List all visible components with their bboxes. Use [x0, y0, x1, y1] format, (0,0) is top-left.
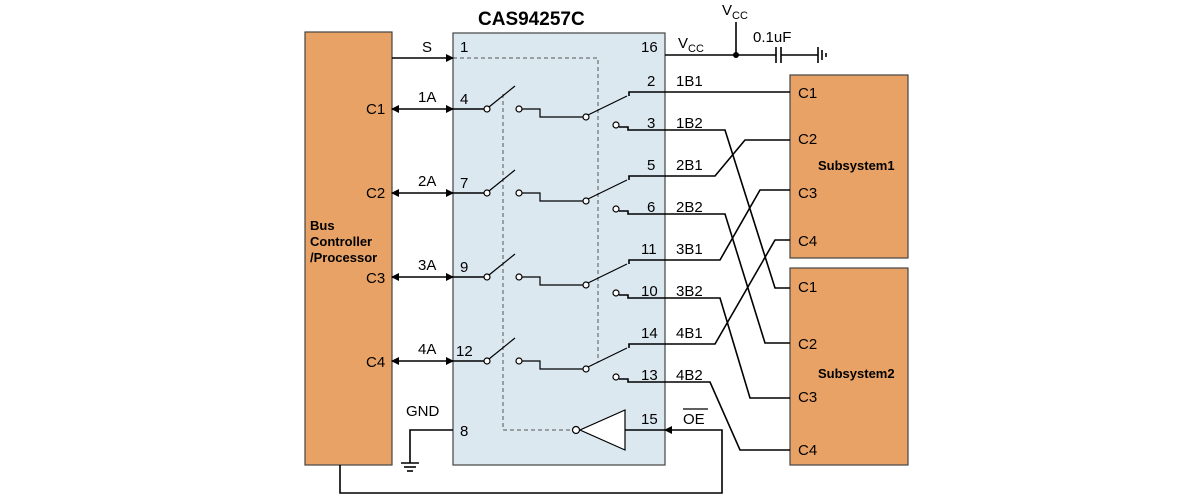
- wire-3b2-to-sub2-c3: [665, 297, 790, 399]
- signal-label-gnd: GND: [406, 403, 440, 420]
- subsystem2-port-c1: C1: [798, 279, 817, 296]
- controller-label-line1: Bus: [310, 218, 335, 233]
- pin-number-6: 6: [647, 199, 655, 216]
- switch-channel-3: [453, 253, 665, 299]
- pin-number-7: 7: [460, 175, 468, 192]
- subsystem2-port-c4: C4: [798, 442, 817, 459]
- chip-block: CAS94257C: [452, 9, 666, 466]
- signal-label-2a: 2A: [418, 173, 436, 190]
- vcc-supply: [665, 22, 827, 63]
- pin-number-16: 16: [641, 39, 658, 56]
- switch-channel-2: [453, 169, 665, 215]
- pin-number-3: 3: [647, 115, 655, 132]
- oe-feedback-line: [339, 426, 723, 494]
- pin-number-14: 14: [641, 325, 658, 342]
- signal-label-oe: OE: [683, 411, 705, 428]
- signal-label-2b1: 2B1: [676, 157, 703, 174]
- controller-port-c1: C1: [366, 101, 385, 118]
- wire-2b2-to-sub2-c2: [665, 213, 790, 344]
- subsystem2-port-c2: C2: [798, 336, 817, 353]
- signal-label-1b1: 1B1: [676, 73, 703, 90]
- chip-title: CAS94257C: [478, 9, 585, 30]
- vcc-top-label: VCC: [722, 2, 748, 22]
- subsystem1-port-c2: C2: [798, 131, 817, 148]
- ground-symbol: [401, 429, 453, 472]
- subsystem1-label: Subsystem1: [818, 158, 895, 173]
- wire-2b1-to-sub1-c2: [665, 139, 790, 177]
- pin-number-2: 2: [647, 73, 655, 90]
- signal-label-1b2: 1B2: [676, 115, 703, 132]
- controller-port-c2: C2: [366, 185, 385, 202]
- capacitor-label: 0.1uF: [753, 29, 791, 46]
- wire-1b2-to-sub2-c1: [665, 129, 790, 289]
- subsystem2-block: Subsystem2 C1 C2 C3 C4: [789, 267, 909, 466]
- pin-number-1: 1: [460, 39, 468, 56]
- signal-label-4a: 4A: [418, 341, 436, 358]
- pin-number-5: 5: [647, 157, 655, 174]
- pin-number-9: 9: [460, 259, 468, 276]
- vcc-pin-label: VCC: [678, 35, 704, 55]
- signal-label-3a: 3A: [418, 257, 436, 274]
- signal-label-s: S: [422, 39, 432, 56]
- pin-number-15: 15: [641, 411, 658, 428]
- pin-number-10: 10: [641, 283, 658, 300]
- signal-label-3b1: 3B1: [676, 241, 703, 258]
- controller-port-c3: C3: [366, 270, 385, 287]
- pin-number-11: 11: [641, 241, 657, 258]
- bus-controller-block: Bus Controller /Processor C1 C2 C3 C4: [304, 31, 393, 466]
- subsystem1-block: Subsystem1 C1 C2 C3 C4: [789, 74, 909, 259]
- wire-4b1-to-sub1-c4: [665, 239, 790, 345]
- signal-label-2b2: 2B2: [676, 199, 703, 216]
- pin-number-8: 8: [460, 423, 468, 440]
- subsystem2-label: Subsystem2: [818, 366, 895, 381]
- subsystem1-port-c3: C3: [798, 185, 817, 202]
- pin-number-13: 13: [641, 367, 658, 384]
- subsystem1-port-c4: C4: [798, 233, 817, 250]
- signal-label-1a: 1A: [418, 89, 436, 106]
- control-line-oe: [502, 94, 572, 431]
- subsystem1-port-c1: C1: [798, 85, 817, 102]
- signal-label-4b1: 4B1: [676, 325, 703, 342]
- controller-label-line3: /Processor: [310, 250, 377, 265]
- wire-3b1-to-sub1-c3: [665, 189, 790, 261]
- pin-number-12: 12: [456, 343, 473, 360]
- subsystem2-port-c3: C3: [798, 389, 817, 406]
- switch-channel-4: [453, 337, 665, 383]
- signal-label-3b2: 3B2: [676, 283, 703, 300]
- wire-4b2-to-sub2-c4: [665, 381, 790, 451]
- signal-label-4b2: 4B2: [676, 367, 703, 384]
- switch-channel-1: [453, 85, 665, 131]
- controller-label-line2: Controller: [310, 234, 372, 249]
- oe-inverter: [571, 409, 665, 451]
- controller-port-c4: C4: [366, 354, 385, 371]
- pin-number-4: 4: [460, 91, 468, 108]
